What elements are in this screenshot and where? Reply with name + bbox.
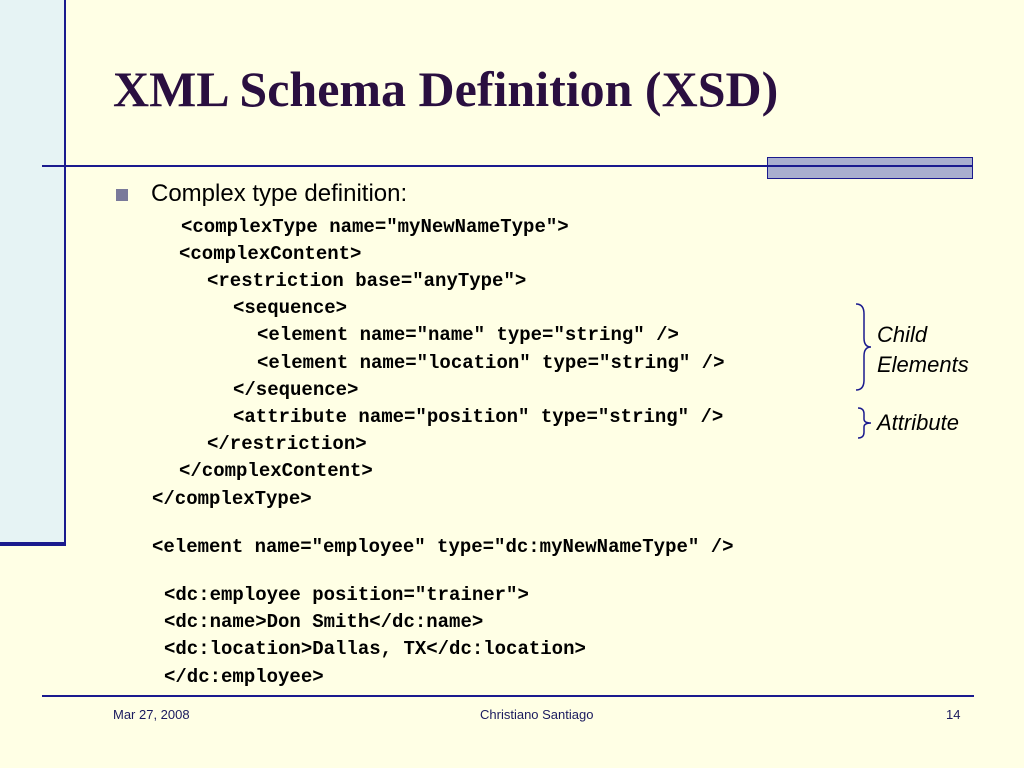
attribute-brace-icon (857, 407, 872, 439)
code-line: </complexType> (152, 488, 312, 510)
code-line: </complexContent> (179, 460, 373, 482)
left-decorative-panel (0, 0, 66, 546)
instance-line: <dc:location>Dallas, TX</dc:location> (164, 638, 586, 660)
instance-line: </dc:employee> (164, 666, 324, 688)
code-line: <complexType name="myNewNameType"> (181, 216, 569, 238)
element-declaration: <element name="employee" type="dc:myNewN… (152, 536, 734, 558)
code-line: <element name="location" type="string" /… (257, 352, 725, 374)
divider-accent-box (767, 157, 973, 179)
instance-line: <dc:name>Don Smith</dc:name> (164, 611, 484, 633)
footer-date: Mar 27, 2008 (113, 707, 190, 722)
instance-line: <dc:employee position="trainer"> (164, 584, 529, 606)
child-elements-label: Child Elements (877, 320, 969, 380)
attribute-label: Attribute (877, 410, 959, 435)
child-elements-brace-icon (855, 303, 872, 391)
bullet-icon (116, 189, 128, 201)
code-line: </sequence> (233, 379, 359, 401)
code-line: <complexContent> (179, 243, 362, 265)
code-line: <restriction base="anyType"> (207, 270, 527, 292)
code-line: <element name="name" type="string" /> (257, 324, 679, 346)
code-line: <sequence> (233, 297, 348, 319)
code-line: <attribute name="position" type="string"… (233, 406, 724, 428)
child-label-line2: Elements (877, 352, 969, 377)
divider-accent-line (768, 165, 972, 167)
code-line: </restriction> (207, 433, 367, 455)
title-divider (42, 165, 770, 167)
child-label-line1: Child (877, 322, 928, 347)
footer-author: Christiano Santiago (480, 707, 594, 722)
bullet-text: Complex type definition: (151, 180, 408, 207)
page-number: 14 (946, 707, 961, 722)
footer-divider (42, 695, 974, 697)
slide-title: XML Schema Definition (XSD) (113, 61, 779, 117)
